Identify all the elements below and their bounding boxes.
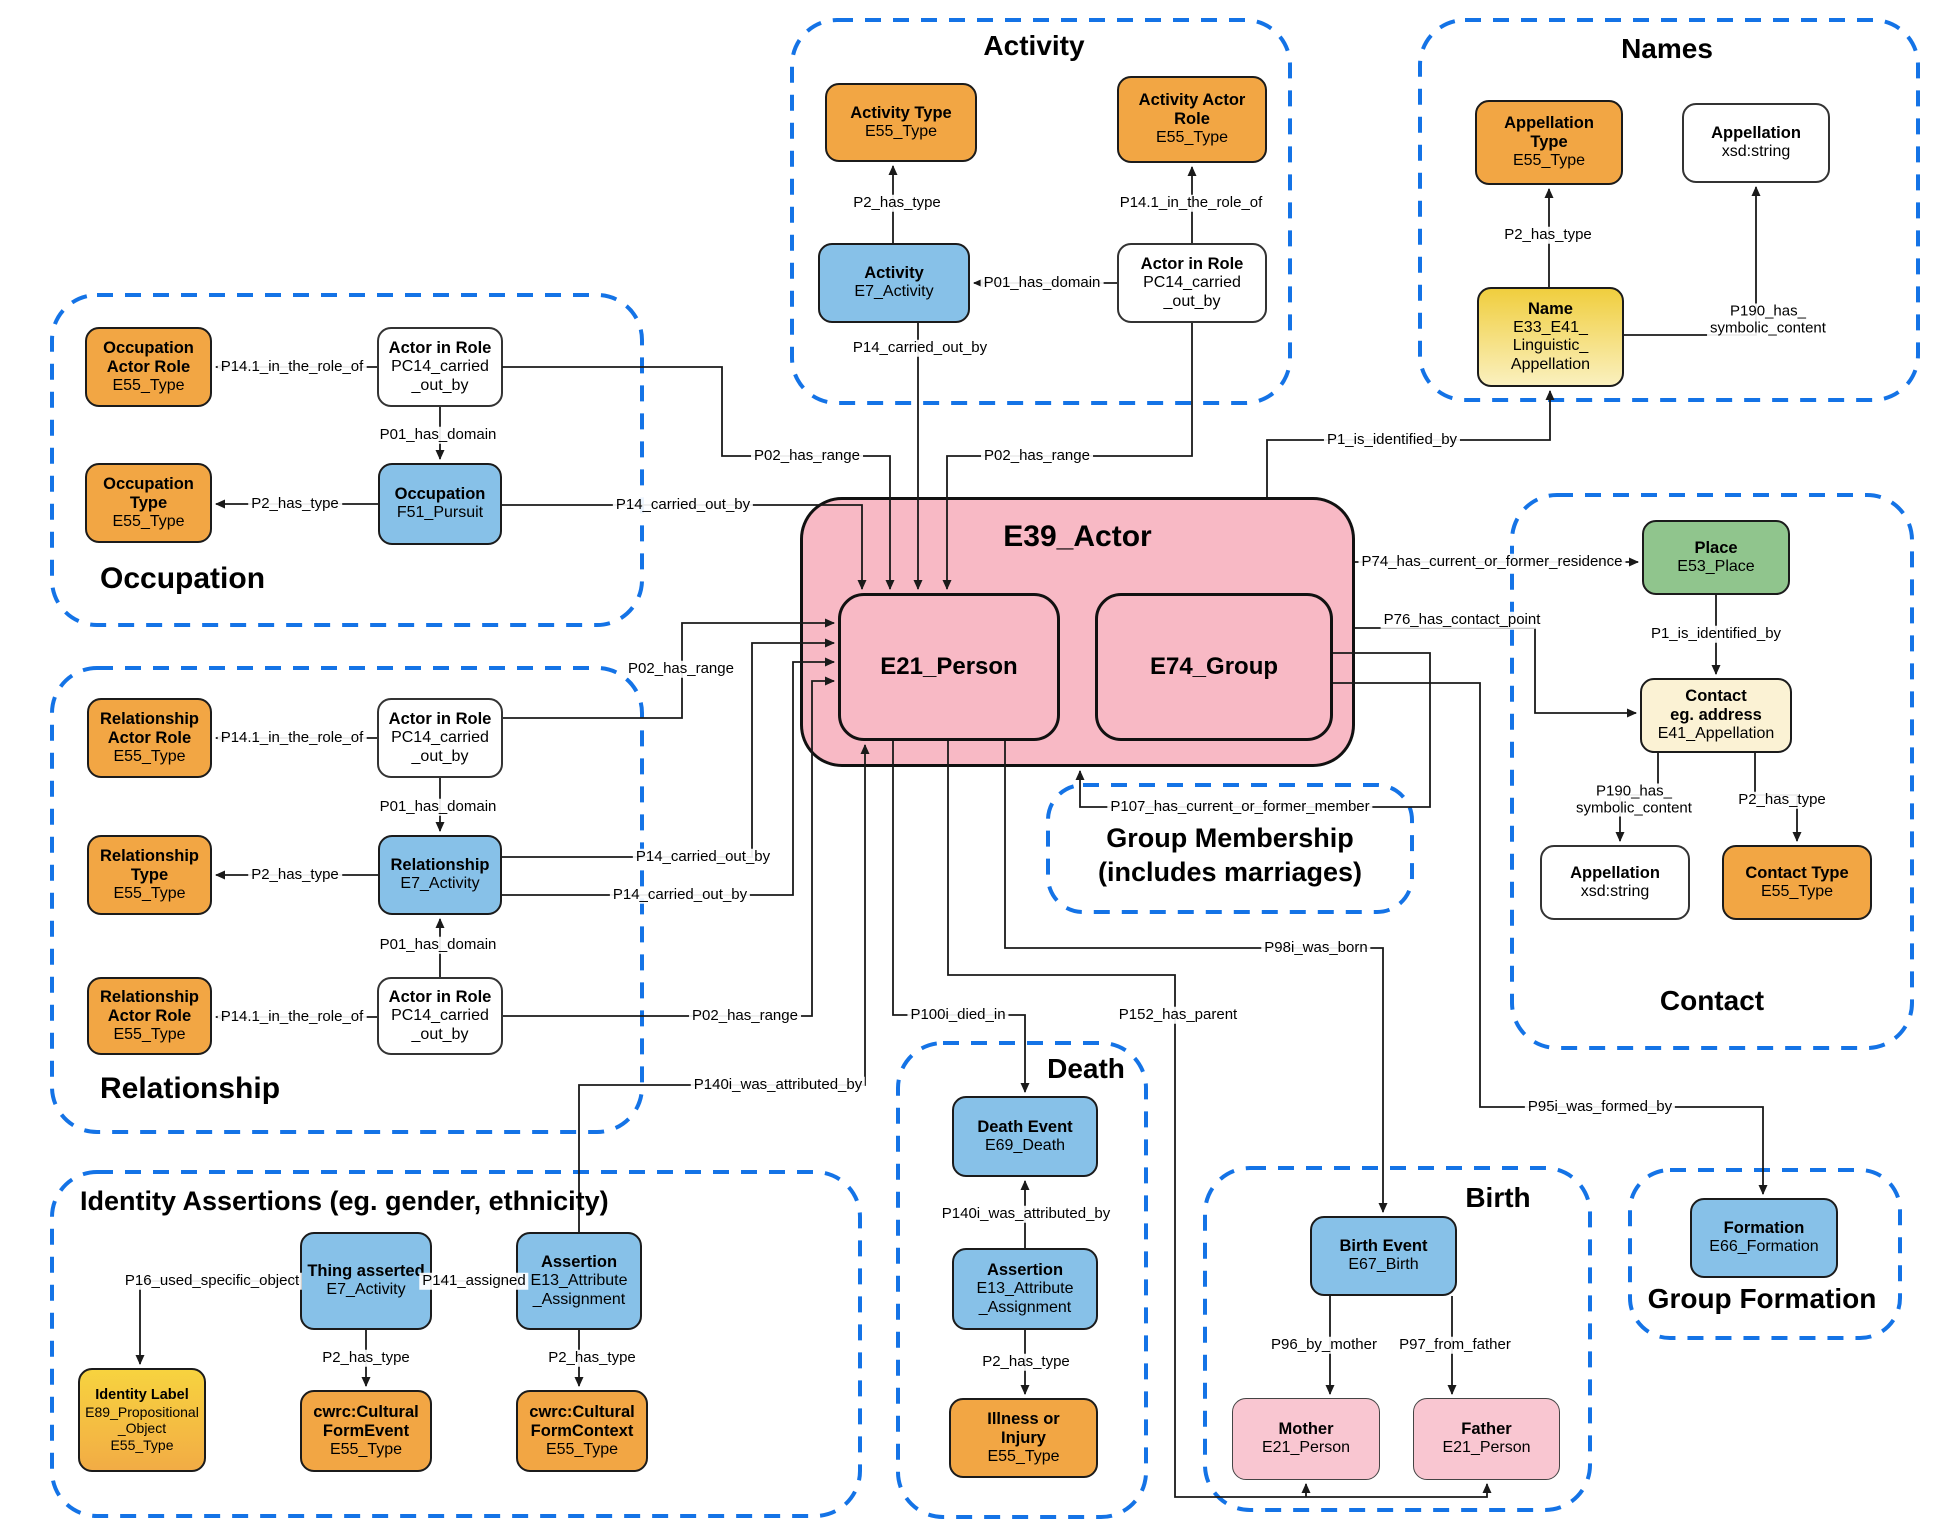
node-relationship-actor-in-role-top: Actor in Role PC14_carried _out_by [377, 698, 503, 778]
node-death-event: Death Event E69_Death [952, 1096, 1098, 1177]
node-relationship-actor-role-bottom: Relationship Actor Role E55_Type [87, 977, 212, 1055]
node-thing-asserted: Thing asserted E7_Activity [300, 1232, 432, 1330]
node-appellation-contact: Appellation xsd:string [1540, 845, 1690, 920]
node-activity-actor-role: Activity Actor Role E55_Type [1117, 76, 1267, 163]
node-appellation-names: Appellation xsd:string [1682, 103, 1830, 183]
node-cwrc-cultural-form-context: cwrc:Cultural FormContext E55_Type [516, 1390, 648, 1472]
node-appellation-type: Appellation Type E55_Type [1475, 100, 1623, 185]
node-name: Name E33_E41_ Linguistic_ Appellation [1477, 287, 1624, 387]
node-occupation-actor-role: Occupation Actor Role E55_Type [85, 327, 212, 407]
node-formation: Formation E66_Formation [1690, 1198, 1838, 1278]
node-assertion-identity: Assertion E13_Attribute _Assignment [516, 1232, 642, 1330]
node-relationship-type: Relationship Type E55_Type [87, 835, 212, 915]
node-occupation-actor-in-role: Actor in Role PC14_carried _out_by [377, 327, 503, 407]
node-birth-event: Birth Event E67_Birth [1310, 1216, 1457, 1296]
node-contact-address: Contact eg. address E41_Appellation [1640, 678, 1792, 753]
node-illness-or-injury: Illness or Injury E55_Type [949, 1398, 1098, 1478]
node-relationship-actor-role-top: Relationship Actor Role E55_Type [87, 698, 212, 778]
e74-group-label: E74_Group [1149, 653, 1279, 680]
e21-person-label: E21_Person [880, 653, 1018, 680]
node-identity-label: Identity Label E89_Propositional _Object… [78, 1368, 206, 1472]
node-relationship: Relationship E7_Activity [378, 835, 502, 915]
node-assertion-death: Assertion E13_Attribute _Assignment [952, 1248, 1098, 1330]
node-father: Father E21_Person [1413, 1398, 1560, 1480]
node-occupation: Occupation F51_Pursuit [378, 463, 502, 545]
node-e21-person: E21_Person [838, 593, 1060, 741]
node-occupation-type: Occupation Type E55_Type [85, 463, 212, 543]
node-cwrc-cultural-form-event: cwrc:Cultural FormEvent E55_Type [300, 1390, 432, 1472]
e39-actor-title: E39_Actor [1003, 520, 1152, 553]
node-activity-type: Activity Type E55_Type [825, 83, 977, 162]
node-place: Place E53_Place [1642, 520, 1790, 595]
node-contact-type: Contact Type E55_Type [1722, 845, 1872, 920]
node-e74-group: E74_Group [1095, 593, 1333, 741]
node-relationship-actor-in-role-bottom: Actor in Role PC14_carried _out_by [377, 977, 503, 1055]
node-mother: Mother E21_Person [1232, 1398, 1380, 1480]
node-activity: Activity E7_Activity [818, 243, 970, 323]
node-activity-actor-in-role: Actor in Role PC14_carried _out_by [1117, 243, 1267, 323]
